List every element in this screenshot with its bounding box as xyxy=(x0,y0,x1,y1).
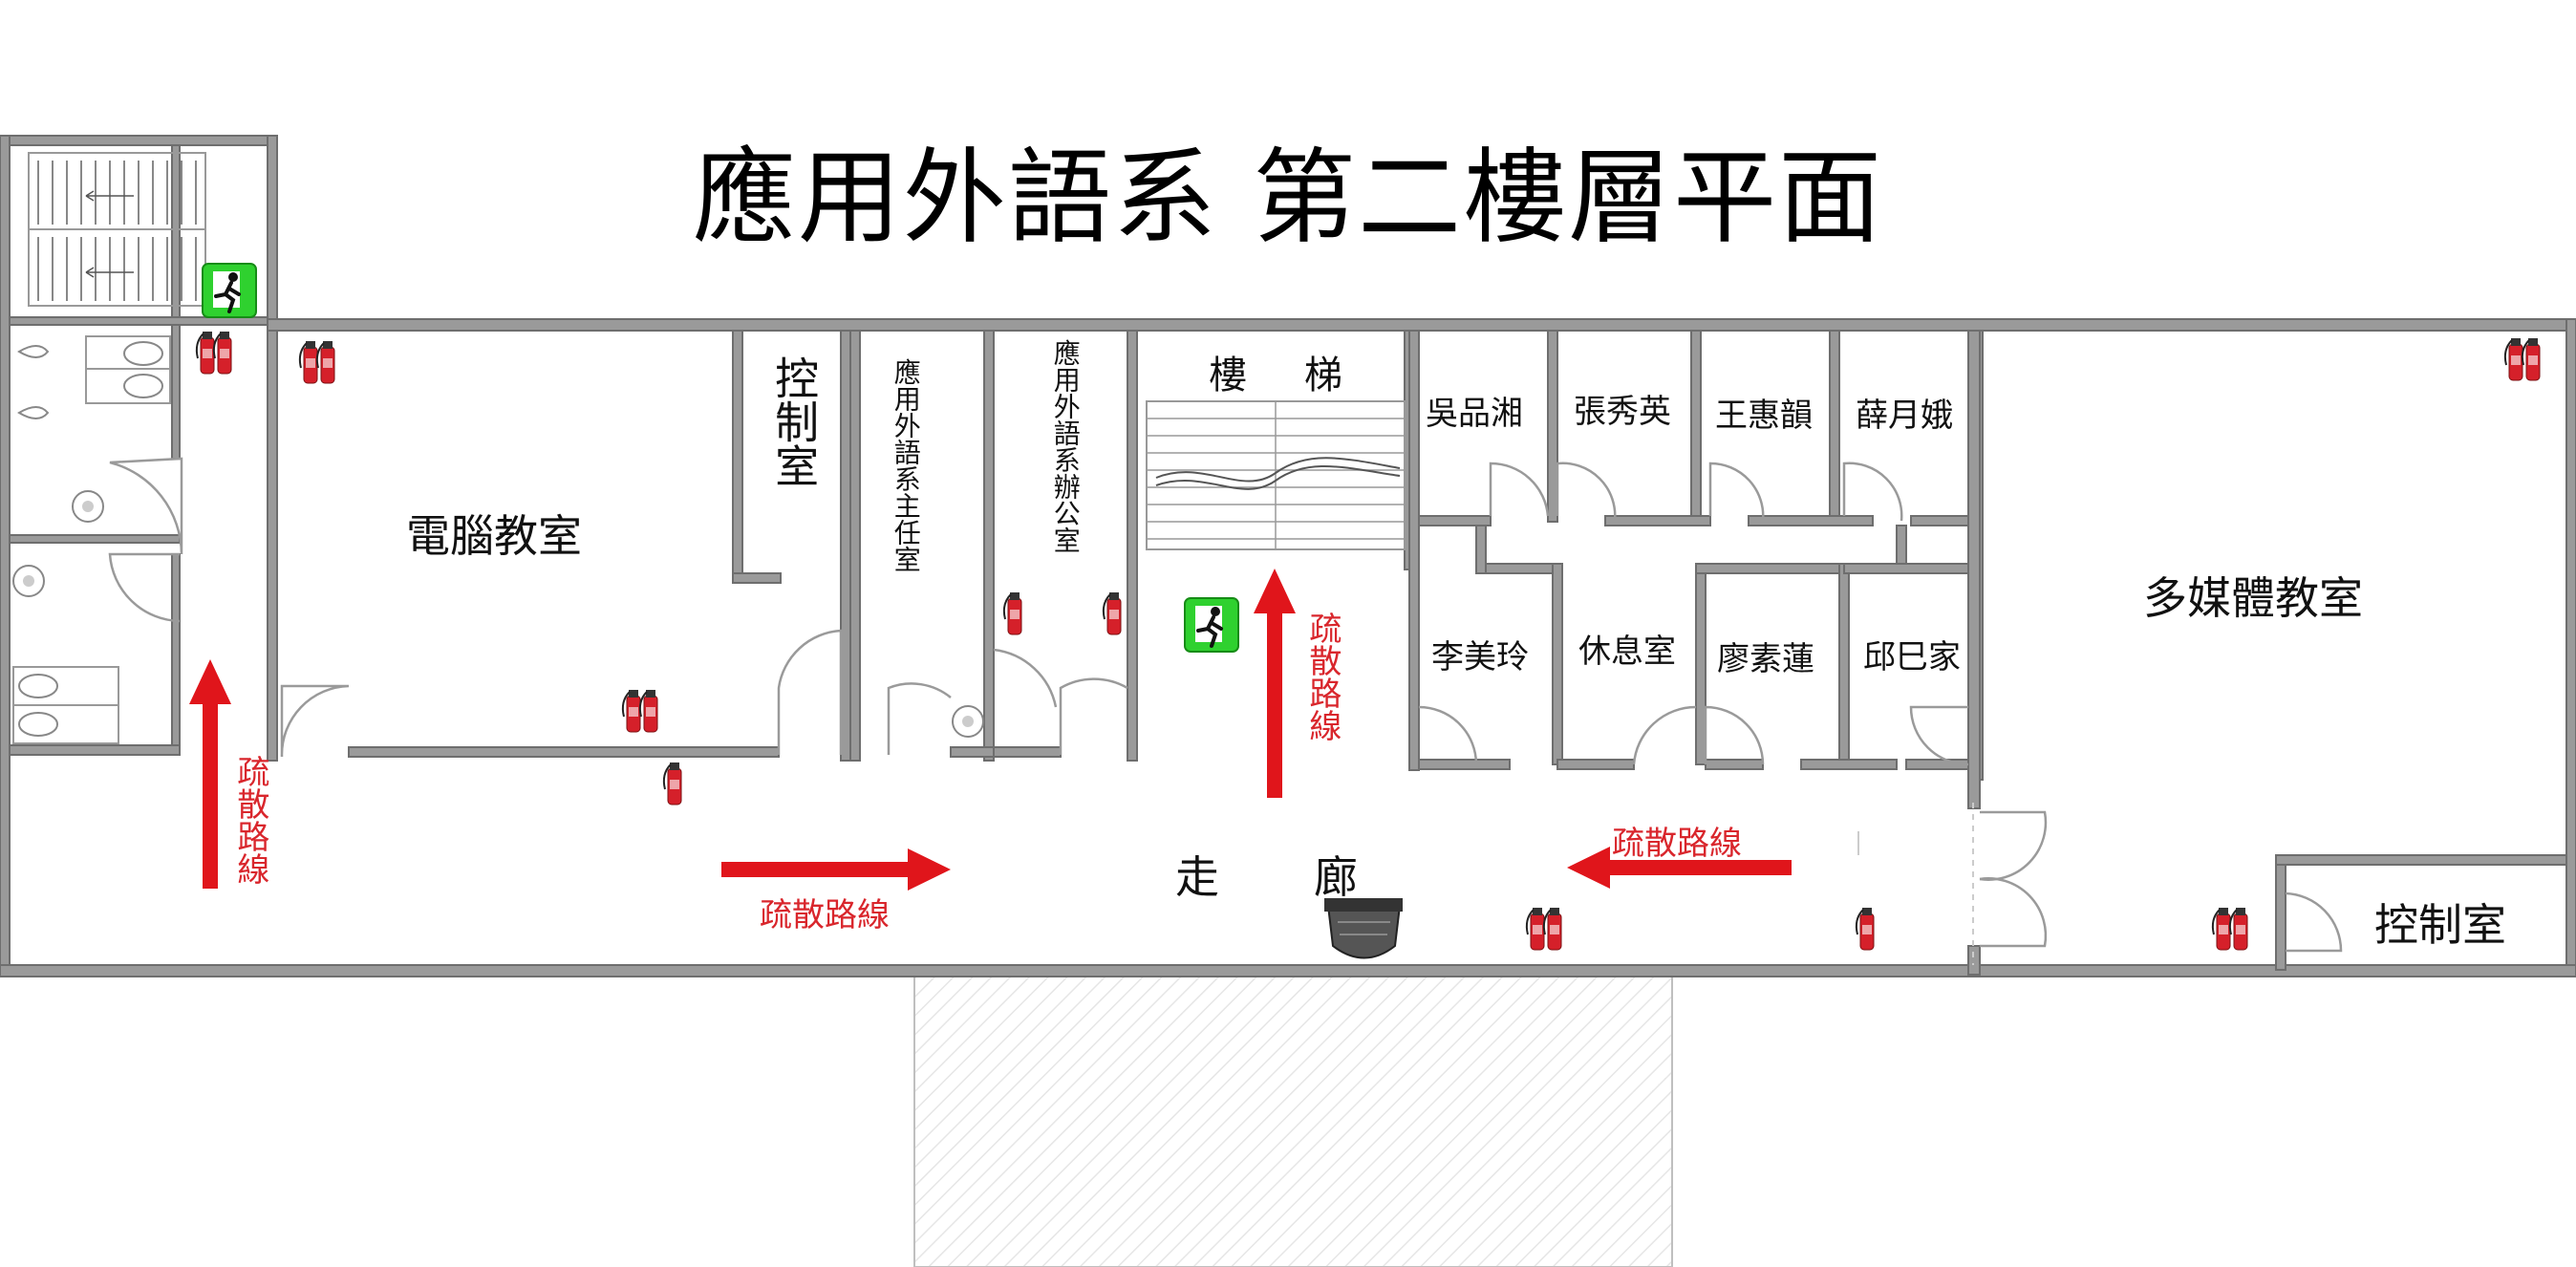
room-computer-lab: 電腦教室 xyxy=(406,510,582,562)
room-control-room-right: 控制室 xyxy=(2374,899,2506,951)
staircase-top-left xyxy=(28,152,206,307)
corridor-label-2: 廊 xyxy=(1314,851,1358,903)
evacuation-arrow-icon xyxy=(189,659,231,889)
room-lounge: 休息室 xyxy=(1578,633,1676,671)
toilet-icon xyxy=(123,341,163,366)
corridor-partition xyxy=(1857,803,1974,965)
fire-extinguisher-icon xyxy=(2213,908,2247,950)
staircase-center xyxy=(1146,400,1406,550)
fire-extinguisher-icon xyxy=(197,332,231,374)
evacuation-label-right: 疏散路線 xyxy=(1612,825,1742,863)
fire-extinguisher-icon xyxy=(1002,591,1022,635)
fire-extinguisher-icon xyxy=(300,341,334,383)
office-liao: 廖素蓮 xyxy=(1717,640,1814,678)
room-multimedia: 多媒體教室 xyxy=(2143,572,2363,624)
fire-extinguisher-icon xyxy=(1527,908,1561,950)
room-department-office: 應用外語系辦公室 xyxy=(1049,339,1082,553)
fire-extinguisher-icon xyxy=(1855,907,1875,951)
office-zhang: 張秀英 xyxy=(1574,393,1671,431)
room-control-room-left: 控制室 xyxy=(768,355,821,487)
evacuation-label-stairs: 疏散路線 xyxy=(1302,612,1342,741)
evacuation-label-left: 疏散路線 xyxy=(230,755,269,885)
hydrant-cabinet-icon xyxy=(1324,898,1403,959)
restroom-fixtures xyxy=(12,335,984,744)
page-title: 應用外語系 第二樓層平面 xyxy=(692,139,1884,258)
fire-extinguisher-icon xyxy=(2505,338,2540,380)
room-department-head: 應用外語系主任室 xyxy=(890,358,922,572)
fire-extinguisher-icon xyxy=(1102,591,1122,635)
fire-extinguisher-icon xyxy=(662,762,682,805)
office-wu: 吳品湘 xyxy=(1426,395,1523,433)
office-li: 李美玲 xyxy=(1431,638,1529,676)
corridor-label-1: 走 xyxy=(1175,851,1219,903)
fire-extinguisher-icon xyxy=(623,690,657,732)
office-wang: 王惠韻 xyxy=(1715,397,1813,435)
evacuation-arrow-icon xyxy=(1254,569,1296,798)
doors xyxy=(108,457,2343,953)
office-xue: 薛月娥 xyxy=(1856,397,1953,435)
room-stairs: 樓 梯 xyxy=(1209,354,1352,397)
evacuation-arrow-icon xyxy=(721,848,951,891)
emergency-exit-icon xyxy=(1183,596,1240,654)
office-qiu: 邱巳家 xyxy=(1863,638,1961,676)
emergency-exit-icon xyxy=(201,262,258,319)
interior-walls xyxy=(9,144,2567,976)
evacuation-arrow-icon xyxy=(1567,847,1792,889)
evacuation-label-center: 疏散路線 xyxy=(760,896,890,934)
annex-area xyxy=(913,976,1673,1267)
